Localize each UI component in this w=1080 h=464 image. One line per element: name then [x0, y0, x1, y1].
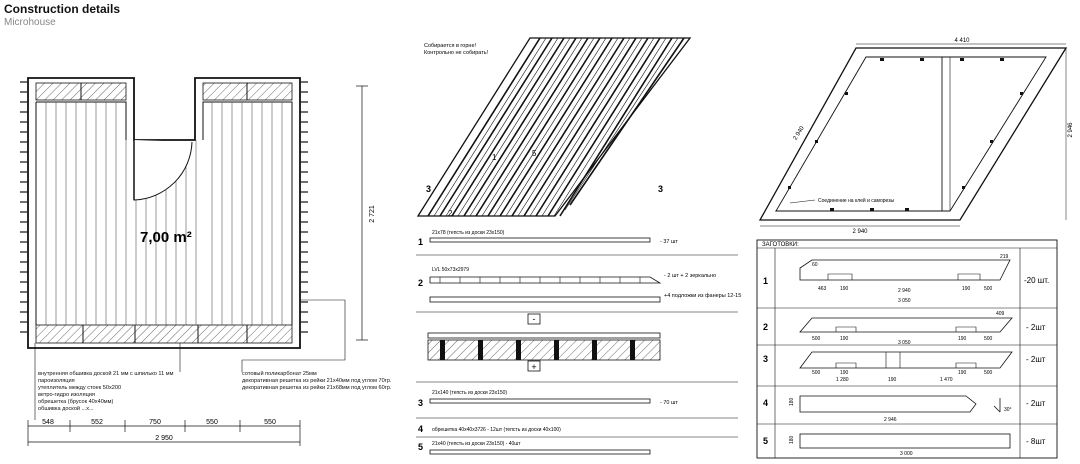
svg-text:190: 190 [958, 370, 967, 376]
blank-qty-4: - 2шт [1026, 399, 1046, 408]
svg-text:2 940: 2 940 [852, 229, 868, 235]
svg-text:2: 2 [763, 322, 768, 332]
svg-text:180: 180 [789, 397, 795, 406]
svg-text:LVL 50x73x2979: LVL 50x73x2979 [432, 267, 469, 273]
svg-text:3 050: 3 050 [898, 340, 911, 346]
svg-text:4: 4 [418, 424, 423, 434]
svg-text:- 2 шт + 2 зеркально: - 2 шт + 2 зеркально [664, 273, 716, 279]
svg-text:утеплитель между стоек 50х200: утеплитель между стоек 50х200 [38, 385, 121, 391]
svg-text:1 470: 1 470 [940, 377, 953, 383]
plan-dim-4: 550 [206, 419, 218, 426]
svg-text:2: 2 [448, 209, 453, 218]
parts-list: 1 21x78 (тепсть из доски 23x150) - 37 шт… [416, 230, 741, 455]
svg-text:пароизоляция: пароизоляция [38, 378, 75, 384]
floor-boards [45, 102, 283, 325]
svg-text:1: 1 [492, 153, 497, 162]
svg-text:3: 3 [418, 398, 423, 408]
floor-plan: 7,00 m² 2 721 548 552 750 550 550 2 950 … [20, 77, 392, 446]
svg-text:1: 1 [763, 276, 768, 286]
svg-text:обшивка доской ...х...: обшивка доской ...х... [38, 405, 94, 412]
svg-text:1: 1 [418, 237, 423, 247]
svg-text:ветро-гидро изоляция: ветро-гидро изоляция [38, 392, 95, 398]
svg-text:190: 190 [840, 336, 849, 342]
svg-text:Собирается в горне!: Собирается в горне! [424, 43, 477, 49]
svg-text:3: 3 [763, 354, 768, 364]
page-title: Construction details [4, 2, 121, 16]
svg-text:409: 409 [996, 311, 1005, 317]
svg-text:500: 500 [812, 370, 821, 376]
svg-text:2 946: 2 946 [1068, 122, 1074, 138]
svg-text:1 280: 1 280 [836, 377, 849, 383]
svg-text:190: 190 [840, 370, 849, 376]
plan-dim-total: 2 950 [155, 435, 173, 442]
svg-text:3: 3 [658, 184, 663, 194]
page-subtitle: Microhouse [4, 17, 56, 28]
svg-text:+4 подложки из фанеры 12-15: +4 подложки из фанеры 12-15 [664, 293, 741, 299]
svg-text:Контрольно не собирать!: Контрольно не собирать! [424, 50, 489, 56]
plan-dim-height: 2 721 [369, 205, 376, 223]
svg-text:500: 500 [984, 286, 993, 292]
blank-qty-5: - 8шт [1026, 437, 1046, 446]
svg-text:обрешетка (брусок 40х40мм): обрешетка (брусок 40х40мм) [38, 399, 113, 405]
svg-text:500: 500 [812, 336, 821, 342]
room-area-label: 7,00 m² [140, 229, 192, 246]
plan-note-left: внутренняя обшивка доской 21 мм с шпильк… [38, 370, 174, 412]
svg-text:2 940: 2 940 [793, 125, 806, 141]
svg-text:внутренняя обшивка доской 21 м: внутренняя обшивка доской 21 мм с шпильк… [38, 370, 174, 377]
svg-text:500: 500 [984, 370, 993, 376]
svg-text:- 37 шт: - 37 шт [660, 239, 678, 245]
svg-text:декоративная решетка из рейки: декоративная решетка из рейки 21х40мм по… [242, 377, 392, 384]
svg-text:190: 190 [840, 286, 849, 292]
svg-text:4 410: 4 410 [954, 38, 970, 44]
svg-text:190: 190 [888, 377, 897, 383]
blank-qty-2: - 2шт [1026, 323, 1046, 332]
svg-text:190: 190 [958, 336, 967, 342]
svg-text:3 000: 3 000 [900, 451, 913, 457]
plan-dim-2: 552 [91, 419, 103, 426]
svg-text:30°: 30° [1004, 407, 1012, 413]
svg-text:4: 4 [763, 398, 768, 408]
svg-text:- 70 шт: - 70 шт [660, 400, 678, 406]
frame-note: Соединение на клей и саморезы [818, 197, 895, 204]
svg-text:190: 190 [962, 286, 971, 292]
door-swing [133, 140, 193, 201]
svg-text:3 050: 3 050 [898, 298, 911, 304]
frame-drawing: 4 410 Соединение на клей и саморезы 2 94… [758, 38, 1074, 235]
svg-text:2 946: 2 946 [884, 417, 897, 423]
svg-text:обрешетка 40x40x3726 - 12шт (т: обрешетка 40x40x3726 - 12шт (тепсть из д… [432, 427, 561, 433]
plan-dim-1: 548 [42, 419, 54, 426]
svg-text:5: 5 [763, 436, 768, 446]
svg-text:+: + [531, 362, 536, 372]
blank-qty-3: - 2шт [1026, 355, 1046, 364]
svg-text:2 940: 2 940 [898, 288, 911, 294]
svg-text:3: 3 [426, 184, 431, 194]
svg-text:180: 180 [789, 435, 795, 444]
svg-text:21x78 (тепсть из доски 23x150): 21x78 (тепсть из доски 23x150) [432, 230, 505, 236]
svg-text:-: - [533, 314, 536, 324]
svg-text:60: 60 [812, 262, 818, 268]
blank-qty-1: -20 шт. [1024, 276, 1049, 285]
plan-outline [27, 77, 301, 349]
blanks-table: ЗАГОТОВКИ: 1 463 190 2 940 190 500 3 050… [756, 239, 1058, 459]
svg-text:5: 5 [418, 442, 423, 452]
blanks-title: ЗАГОТОВКИ: [762, 242, 799, 248]
svg-text:сотовый поликарбонат 25мм: сотовый поликарбонат 25мм [242, 370, 317, 377]
svg-text:21x40 (тепсть из доски 23x150): 21x40 (тепсть из доски 23x150) - 40шт [432, 441, 521, 447]
svg-text:декоративная решетка из рейки: декоративная решетка из рейки 21х68мм по… [242, 384, 392, 391]
svg-text:463: 463 [818, 286, 827, 292]
svg-text:2: 2 [418, 278, 423, 288]
svg-text:5: 5 [532, 149, 537, 158]
roof-lattice: Собирается в горне! Контрольно не собира… [416, 37, 692, 218]
plan-dim-3: 750 [149, 419, 161, 426]
svg-text:219: 219 [1000, 254, 1009, 260]
plan-dim-5: 550 [264, 419, 276, 426]
plan-note-right: сотовый поликарбонат 25мм декоративная р… [242, 370, 392, 391]
svg-text:500: 500 [984, 336, 993, 342]
svg-text:21x140 (тепсть из доски 23x150: 21x140 (тепсть из доски 23x150) [432, 390, 507, 396]
